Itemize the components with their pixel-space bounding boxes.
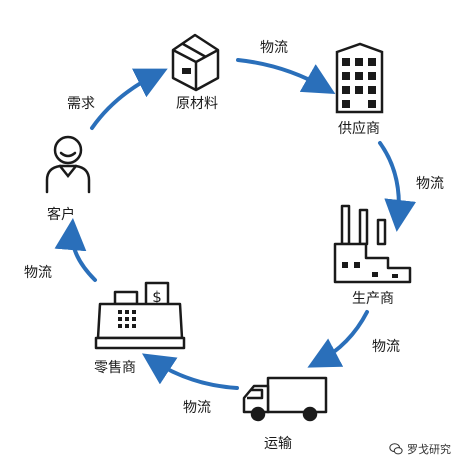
warehouse-icon: [335, 42, 384, 114]
arrow-retailer-to-customer: [54, 218, 97, 282]
arrow-transport-to-retailer: [141, 353, 239, 390]
node-label-transport: 运输: [264, 436, 292, 452]
flow-arrows: [54, 58, 417, 390]
arrow-producer-to-transport: [307, 310, 369, 368]
edge-label-producer-to-transport: 物流: [372, 339, 400, 355]
edge-label-supplier-to-producer: 物流: [416, 176, 444, 192]
wechat-icon: [389, 443, 403, 455]
edge-label-transport-to-retailer: 物流: [183, 400, 211, 416]
node-label-supplier: 供应商: [338, 121, 380, 137]
person-icon: [45, 135, 91, 194]
arrow-raw-to-supplier: [236, 58, 336, 94]
node-label-retailer: 零售商: [94, 360, 136, 376]
svg-text:$: $: [152, 288, 162, 306]
factory-icon: [333, 204, 412, 284]
watermark: 罗戈研究: [389, 441, 451, 457]
box-icon: [171, 33, 220, 92]
arrow-supplier-to-producer: [378, 141, 417, 232]
node-label-raw-material: 原材料: [176, 96, 218, 112]
edge-label-customer-to-raw: 需求: [67, 96, 95, 112]
watermark-text: 罗戈研究: [407, 443, 451, 456]
cash-register-icon: $: [94, 281, 186, 350]
node-label-producer: 生产商: [352, 291, 394, 307]
edge-label-raw-to-supplier: 物流: [260, 40, 288, 56]
truck-icon: [242, 376, 328, 422]
edge-label-retailer-to-customer: 物流: [24, 265, 52, 281]
node-label-customer: 客户: [47, 207, 75, 223]
arrow-customer-to-raw: [90, 68, 168, 130]
